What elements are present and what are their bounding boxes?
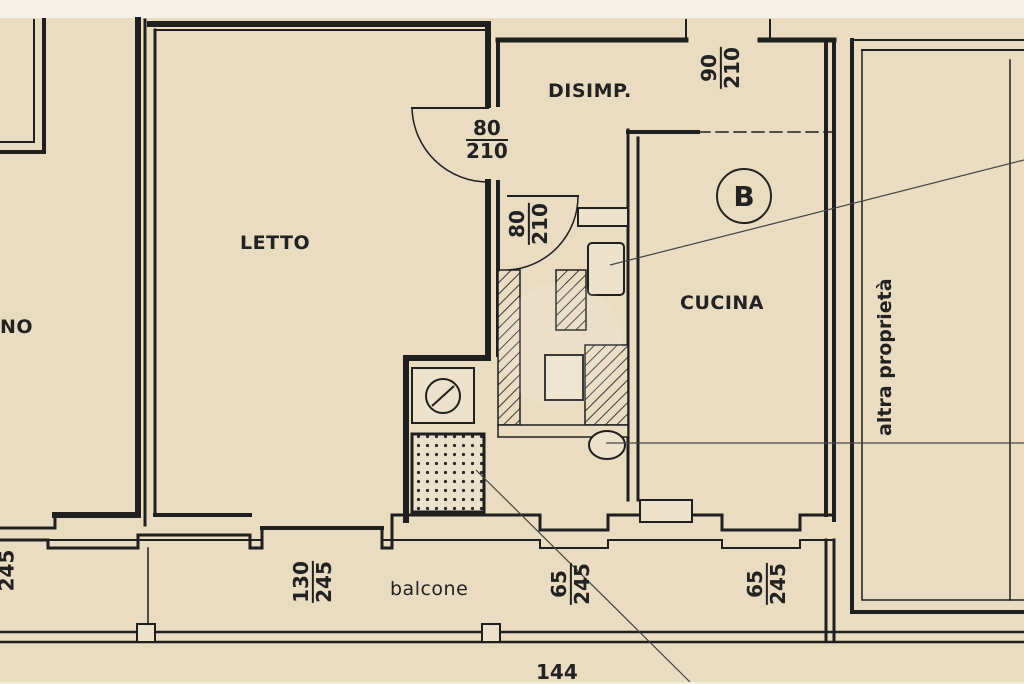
door-width-entrance: 90: [696, 54, 721, 82]
unit-badge: B: [716, 168, 772, 224]
room-label-partial-left: NO: [0, 316, 34, 338]
window-dimension-bath: 65 245: [546, 563, 594, 605]
window-height-letto: 245: [311, 561, 336, 603]
room-label-balcone: balcone: [390, 578, 469, 600]
window-width-letto: 130: [288, 561, 313, 603]
window-height-bath: 245: [569, 563, 594, 605]
room-label-letto: LETTO: [240, 232, 311, 254]
door-height-entrance: 210: [719, 47, 744, 89]
door-dimension-bath: 80 210: [504, 203, 552, 245]
window-dimension-cucina: 65 245: [742, 563, 790, 605]
door-height-letto: 210: [466, 139, 508, 163]
door-width-bath: 80: [504, 210, 529, 238]
door-dimension-entrance: 90 210: [696, 47, 744, 89]
door-width-letto: 80: [472, 116, 501, 140]
window-width-cucina: 65: [742, 570, 767, 598]
door-height-bath: 210: [527, 203, 552, 245]
bottom-dimension: 144: [536, 660, 578, 684]
room-label-disimp: DISIMP.: [548, 80, 632, 102]
room-label-cucina: CUCINA: [680, 292, 764, 314]
window-height-cucina: 245: [765, 563, 790, 605]
room-label-other-property: altra proprietà: [874, 278, 896, 436]
window-height-far-left: 245: [0, 549, 19, 592]
window-width-bath: 65: [546, 570, 571, 598]
door-dimension-letto: 80 210: [466, 118, 508, 162]
window-dimension-far-left: 245: [0, 549, 19, 592]
window-dimension-letto: 130 245: [288, 561, 336, 603]
